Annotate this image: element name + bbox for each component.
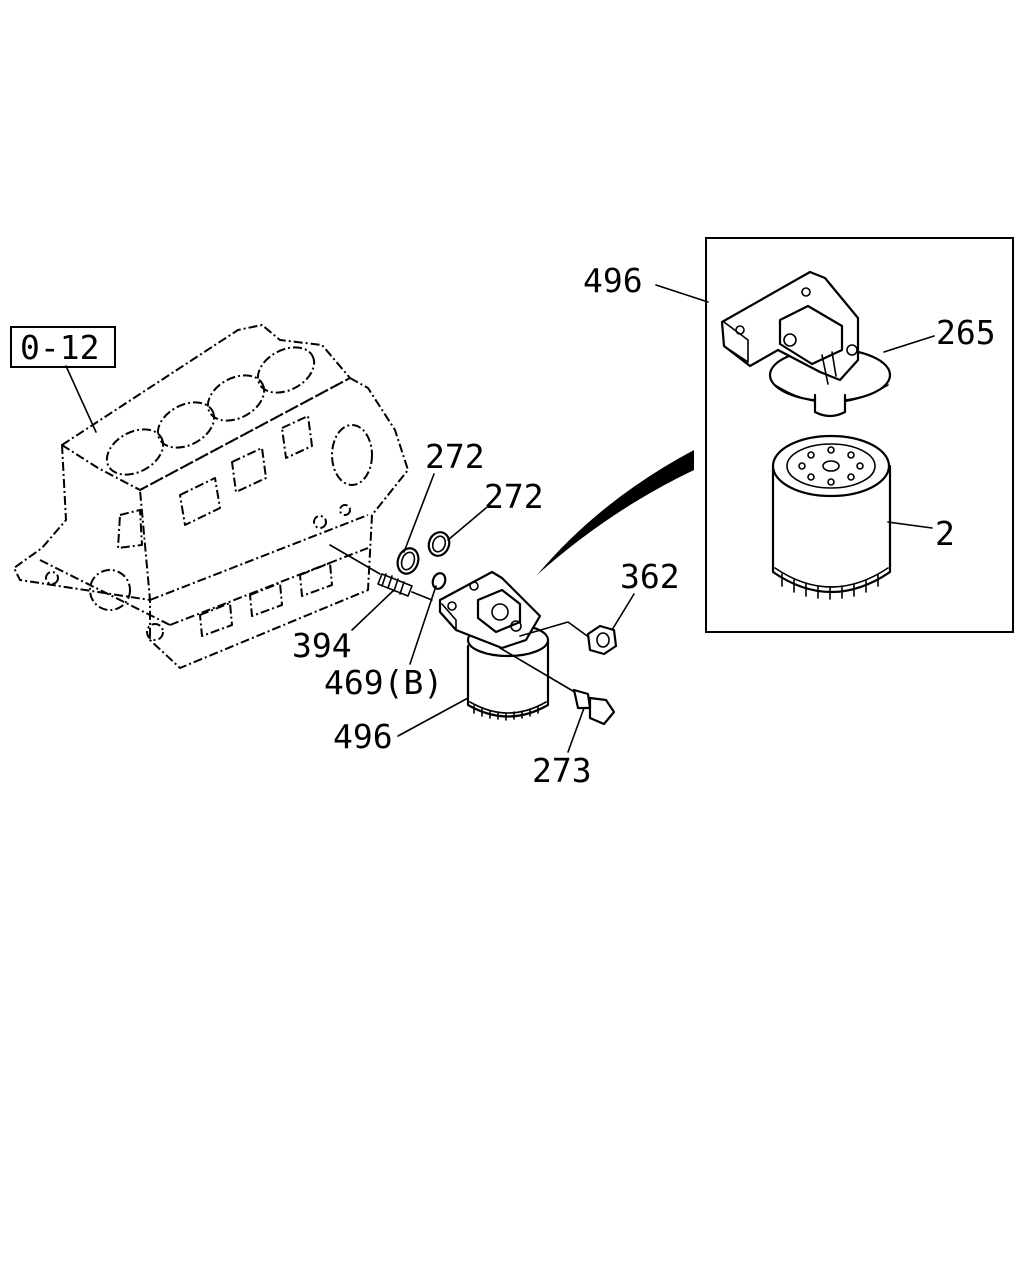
- filter-assembly-drawing: [438, 570, 591, 721]
- engine-block-drawing: [13, 324, 409, 669]
- inset-filter-head-drawing: [720, 270, 892, 418]
- inset-cartridge-drawing: [771, 434, 892, 600]
- callout-filter-assembly: 496: [333, 717, 393, 756]
- callout-ref-box: 0-12: [20, 328, 99, 367]
- inset-pointer-wedge: [537, 450, 694, 575]
- nut-drawing: [586, 624, 618, 656]
- callout-o-ring-upper: 272: [425, 437, 485, 476]
- callout-o-ring-small: 469(B): [324, 663, 443, 702]
- reference-box: [10, 326, 116, 368]
- detail-inset-frame: [705, 237, 1014, 633]
- leader-lines: [65, 284, 935, 753]
- bolt-drawing: [499, 647, 616, 726]
- callout-bolt: 273: [532, 751, 592, 790]
- callout-stud: 394: [292, 626, 352, 665]
- callout-inset-cartridge: 2: [935, 514, 955, 553]
- o-ring-upper-drawing: [396, 547, 420, 575]
- o-ring-small-drawing: [431, 572, 447, 590]
- callout-o-ring-right: 272: [484, 477, 544, 516]
- callout-inset-assembly: 496: [583, 261, 643, 300]
- stud-drawing: [329, 544, 433, 601]
- callout-nut: 362: [620, 557, 680, 596]
- o-ring-right-drawing: [427, 531, 451, 557]
- callout-inset-head-gasket: 265: [936, 313, 996, 352]
